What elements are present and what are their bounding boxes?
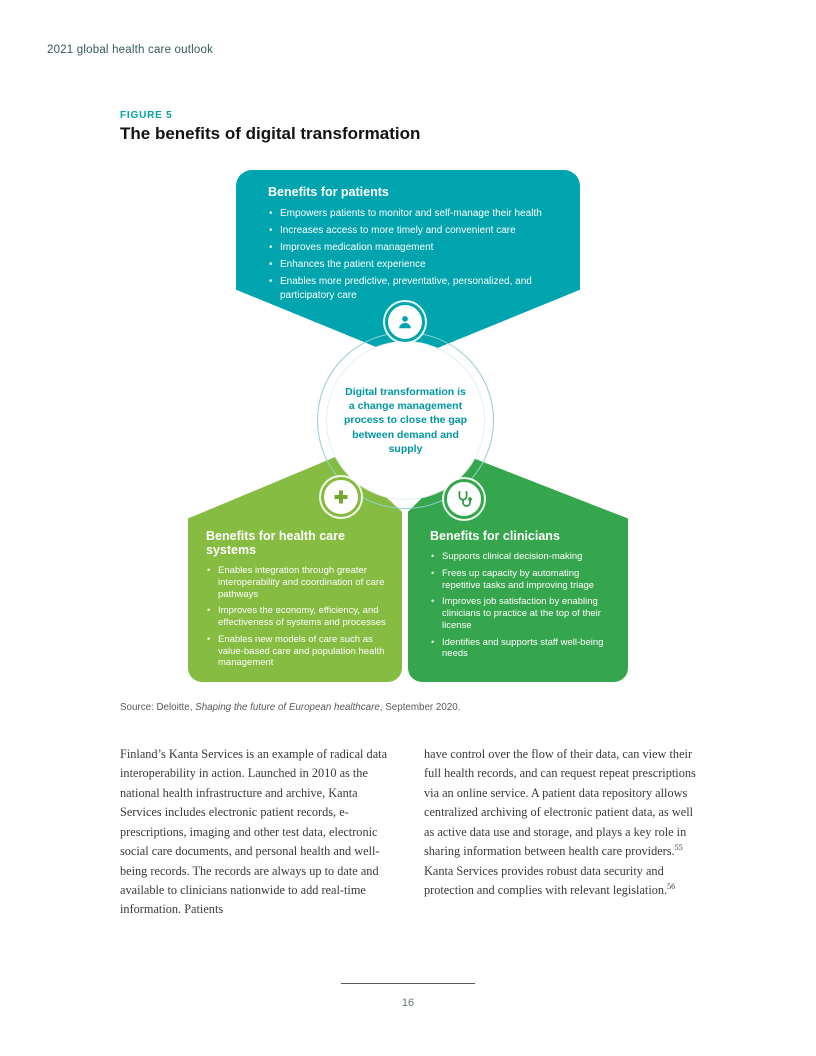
bullet-text: Frees up capacity by automating repetiti… xyxy=(442,567,595,591)
source-suffix: , September 2020. xyxy=(379,702,461,713)
bullet-text: Enables new models of care such as value… xyxy=(218,633,385,669)
clinicians-bullets: Supports clinical decision-making Frees … xyxy=(430,551,614,660)
bullet-item: Improves the economy, efficiency, and ef… xyxy=(206,605,390,629)
footer-rule xyxy=(341,983,475,984)
bullet-item: Frees up capacity by automating repetiti… xyxy=(430,568,614,592)
person-icon xyxy=(399,316,411,329)
patients-icon-badge xyxy=(385,302,425,342)
stethoscope-icon xyxy=(458,491,472,507)
page-number: 16 xyxy=(401,997,415,1009)
figure-title: The benefits of digital transformation xyxy=(120,124,421,143)
body-text: have control over the flow of their data… xyxy=(424,747,696,859)
body-paragraph-right: have control over the flow of their data… xyxy=(424,745,700,900)
body-paragraph-left: Finland’s Kanta Services is an example o… xyxy=(120,747,388,917)
footnote-ref-56: 56 xyxy=(667,881,676,891)
figure-source: Source: Deloitte, Shaping the future of … xyxy=(120,702,460,713)
footnote-ref-55: 55 xyxy=(674,843,683,853)
patients-bullets: Empowers patients to monitor and self-ma… xyxy=(268,207,572,303)
figure-label: FIGURE 5 xyxy=(120,110,173,121)
bullet-text: Improves medication management xyxy=(280,242,434,253)
bullet-item: Identifies and supports staff well-being… xyxy=(430,637,614,661)
bullet-text: Identifies and supports staff well-being… xyxy=(442,636,604,660)
bullet-item: Enables new models of care such as value… xyxy=(206,634,390,669)
systems-bullets: Enables integration through greater inte… xyxy=(206,565,390,669)
bullet-text: Enables integration through greater inte… xyxy=(218,565,385,600)
medical-cross-icon-badge xyxy=(321,477,361,517)
bullet-item: Enables integration through greater inte… xyxy=(206,565,390,600)
clinicians-heading: Benefits for clinicians xyxy=(430,529,560,543)
bullet-item: Improves job satisfaction by enabling cl… xyxy=(430,596,614,631)
center-circle: Digital transformation is a change manag… xyxy=(326,341,485,500)
bullet-text: Improves job satisfaction by enabling cl… xyxy=(442,596,601,631)
medical-cross-icon xyxy=(334,490,348,504)
bullet-item: Enables more predictive, preventative, p… xyxy=(268,275,572,303)
health-care-systems-panel: Benefits for health care systems Enables… xyxy=(188,455,402,682)
systems-heading: Benefits for health care systems xyxy=(206,529,345,557)
bullet-item: Supports clinical decision-making xyxy=(430,551,614,563)
patients-heading: Benefits for patients xyxy=(268,185,389,199)
stethoscope-icon-badge xyxy=(444,479,484,519)
bullet-item: Empowers patients to monitor and self-ma… xyxy=(268,207,572,221)
bullet-item: Improves medication management xyxy=(268,241,572,255)
bullet-text: Empowers patients to monitor and self-ma… xyxy=(280,208,542,219)
source-work-title: Shaping the future of European healthcar… xyxy=(195,702,380,713)
bullet-text: Enhances the patient experience xyxy=(280,259,426,270)
bullet-text: Increases access to more timely and conv… xyxy=(280,225,516,236)
bullet-text: Supports clinical decision-making xyxy=(442,551,583,562)
bullet-text: Improves the economy, efficiency, and ef… xyxy=(218,605,386,629)
bullet-text: Enables more predictive, preventative, p… xyxy=(280,276,532,301)
source-prefix: Source: Deloitte, xyxy=(120,702,196,713)
bullet-item: Enhances the patient experience xyxy=(268,258,572,272)
center-circle-text: Digital transformation is a change manag… xyxy=(343,386,468,455)
bullet-item: Increases access to more timely and conv… xyxy=(268,224,572,238)
body-text: Kanta Services provides robust data secu… xyxy=(424,863,668,897)
running-header: 2021 global health care outlook xyxy=(47,44,214,56)
